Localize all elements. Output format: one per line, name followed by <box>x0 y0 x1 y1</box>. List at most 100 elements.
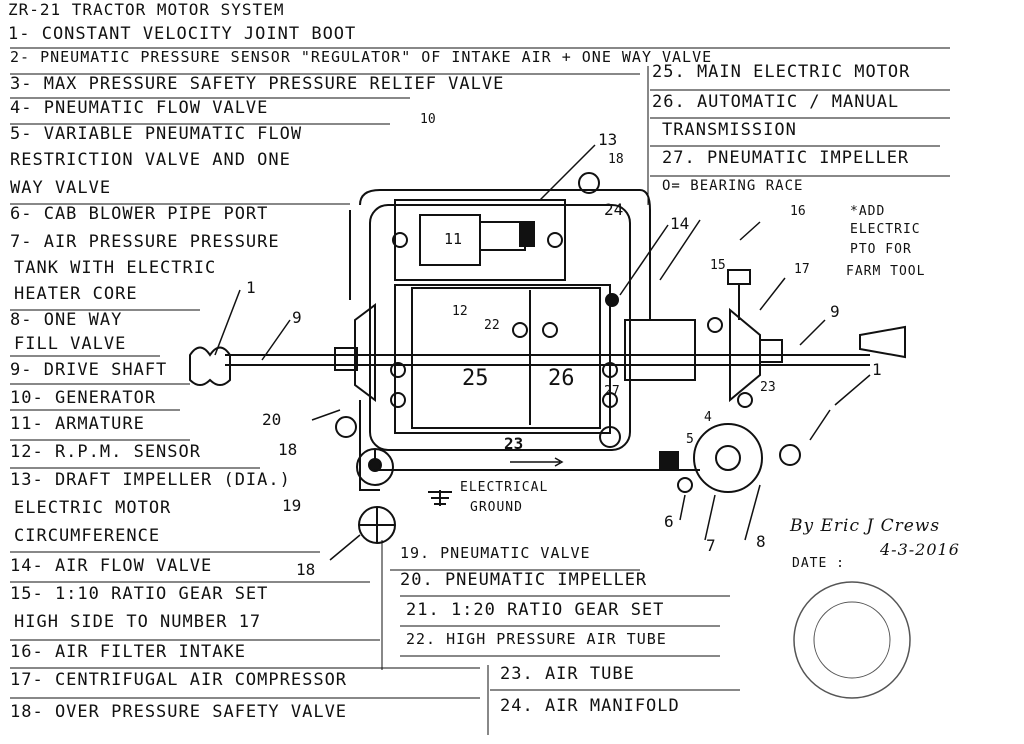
flow-arrow <box>510 457 564 467</box>
legend-item: HEATER CORE <box>14 284 138 304</box>
leader-line <box>679 494 686 521</box>
legend-item: O= BEARING RACE <box>662 178 804 194</box>
legend-item: FILL VALVE <box>14 334 127 354</box>
note-line: FARM TOOL <box>846 264 926 279</box>
note-line: *ADD <box>850 204 886 219</box>
callout-26: 26 <box>548 366 575 391</box>
callout-7: 7 <box>706 536 716 555</box>
cv-joint-boot-left <box>189 346 231 386</box>
legend-item: 9- DRIVE SHAFT <box>10 360 168 380</box>
leader-line <box>744 484 761 541</box>
callout-12: 12 <box>452 304 468 319</box>
bearing-race <box>392 232 408 248</box>
callout-6: 6 <box>664 512 674 531</box>
safety-valve <box>335 416 357 438</box>
air-tube-main <box>374 450 700 471</box>
pneumatic-impeller-left <box>354 303 376 402</box>
leader-line <box>659 219 701 281</box>
legend-item: 10- GENERATOR <box>10 388 157 408</box>
callout-22: 22 <box>484 318 500 333</box>
legend-item: 18- OVER PRESSURE SAFETY VALVE <box>10 702 348 722</box>
callout-17: 17 <box>794 262 810 277</box>
legend-item: 6- CAB BLOWER PIPE PORT <box>10 204 269 224</box>
draft-impeller-13 <box>519 221 535 247</box>
legend-item: 12- R.P.M. SENSOR <box>10 442 201 462</box>
leader-line <box>539 144 596 201</box>
callout-11: 11 <box>444 230 463 248</box>
air-flow-valve-14 <box>605 293 619 307</box>
gear-set-21 <box>479 221 526 251</box>
callout-18-top: 18 <box>608 152 624 167</box>
callout-4: 4 <box>704 410 712 425</box>
legend-item: 14- AIR FLOW VALVE <box>10 556 213 576</box>
legend-item: 21. 1:20 RATIO GEAR SET <box>406 600 665 620</box>
callout-18-bottom: 18 <box>296 560 316 579</box>
bearing-race <box>547 232 563 248</box>
page-title: ZR-21 TRACTOR MOTOR SYSTEM <box>8 0 285 19</box>
note-line: PTO FOR <box>850 242 912 257</box>
bearing-race <box>390 392 406 408</box>
legend-item: ELECTRIC MOTOR <box>14 498 172 518</box>
legend-item: TRANSMISSION <box>662 120 797 140</box>
callout-16: 16 <box>790 204 806 219</box>
callout-20: 20 <box>262 410 282 429</box>
leader-line <box>739 221 761 241</box>
callout-8: 8 <box>756 532 766 551</box>
callout-18-left: 18 <box>278 440 298 459</box>
callout-9-right: 9 <box>830 302 840 321</box>
legend-item: 13- DRAFT IMPELLER (DIA.) <box>10 470 291 490</box>
callout-5: 5 <box>686 432 694 447</box>
bearing-race <box>542 322 558 338</box>
motor-housing-outer <box>369 204 631 451</box>
leader-line <box>261 319 291 361</box>
legend-item: 11- ARMATURE <box>10 414 145 434</box>
motor-housing-inner <box>394 284 611 434</box>
callout-27: 27 <box>604 384 620 399</box>
air-pressure-tank-core <box>715 445 741 471</box>
ground-label: GROUND <box>470 500 523 515</box>
signature-author: By Eric J Crews <box>790 516 941 536</box>
legend-item: 19. PNEUMATIC VALVE <box>400 544 591 562</box>
safety-valve <box>779 444 801 466</box>
callout-1-right: 1 <box>872 360 882 379</box>
cv-joint-boot-right <box>859 325 906 359</box>
legend-item: 20. PNEUMATIC IMPELLER <box>400 570 648 590</box>
leader-line <box>799 319 826 346</box>
leader-line <box>311 409 341 421</box>
legend-item: 25. MAIN ELECTRIC MOTOR <box>652 62 911 82</box>
callout-9: 9 <box>292 308 302 327</box>
legend-item: 2- PNEUMATIC PRESSURE SENSOR "REGULATOR"… <box>10 48 713 66</box>
legend-item: 7- AIR PRESSURE PRESSURE <box>10 232 280 252</box>
date-label: DATE : <box>792 556 845 571</box>
legend-item: 5- VARIABLE PNEUMATIC FLOW <box>10 124 303 144</box>
legend-item: HIGH SIDE TO NUMBER 17 <box>14 612 262 632</box>
ground-label: ELECTRICAL <box>460 480 549 495</box>
leader-line <box>704 494 716 541</box>
legend-item: 16- AIR FILTER INTAKE <box>10 642 246 662</box>
safety-valve <box>578 172 600 194</box>
callout-14: 14 <box>670 214 690 233</box>
legend-item: 22. HIGH PRESSURE AIR TUBE <box>406 630 667 648</box>
callout-19: 19 <box>282 496 302 515</box>
callout-25: 25 <box>462 366 489 391</box>
air-filter-intake <box>727 269 751 285</box>
air-tube-main <box>359 400 380 491</box>
bearing-race <box>737 392 753 408</box>
main-motor-block <box>411 287 601 429</box>
corporate-seal <box>793 581 911 699</box>
centrifugal-compressor-17 <box>729 307 761 403</box>
gear-set-15 <box>624 319 696 381</box>
bearing-race <box>677 477 693 493</box>
legend-item: WAY VALVE <box>10 178 112 198</box>
leader-line <box>329 534 361 561</box>
callout-1: 1 <box>246 278 256 297</box>
legend-item: 26. AUTOMATIC / MANUAL <box>652 92 900 112</box>
callout-10: 10 <box>420 112 436 127</box>
legend-item: CIRCUMFERENCE <box>14 526 161 546</box>
air-tube-upper <box>349 189 651 320</box>
legend-item: 4- PNEUMATIC FLOW VALVE <box>10 98 269 118</box>
callout-13: 13 <box>598 130 618 149</box>
legend-item: 3- MAX PRESSURE SAFETY PRESSURE RELIEF V… <box>10 74 505 94</box>
leader-line <box>214 289 241 356</box>
legend-item: 24. AIR MANIFOLD <box>500 696 680 716</box>
